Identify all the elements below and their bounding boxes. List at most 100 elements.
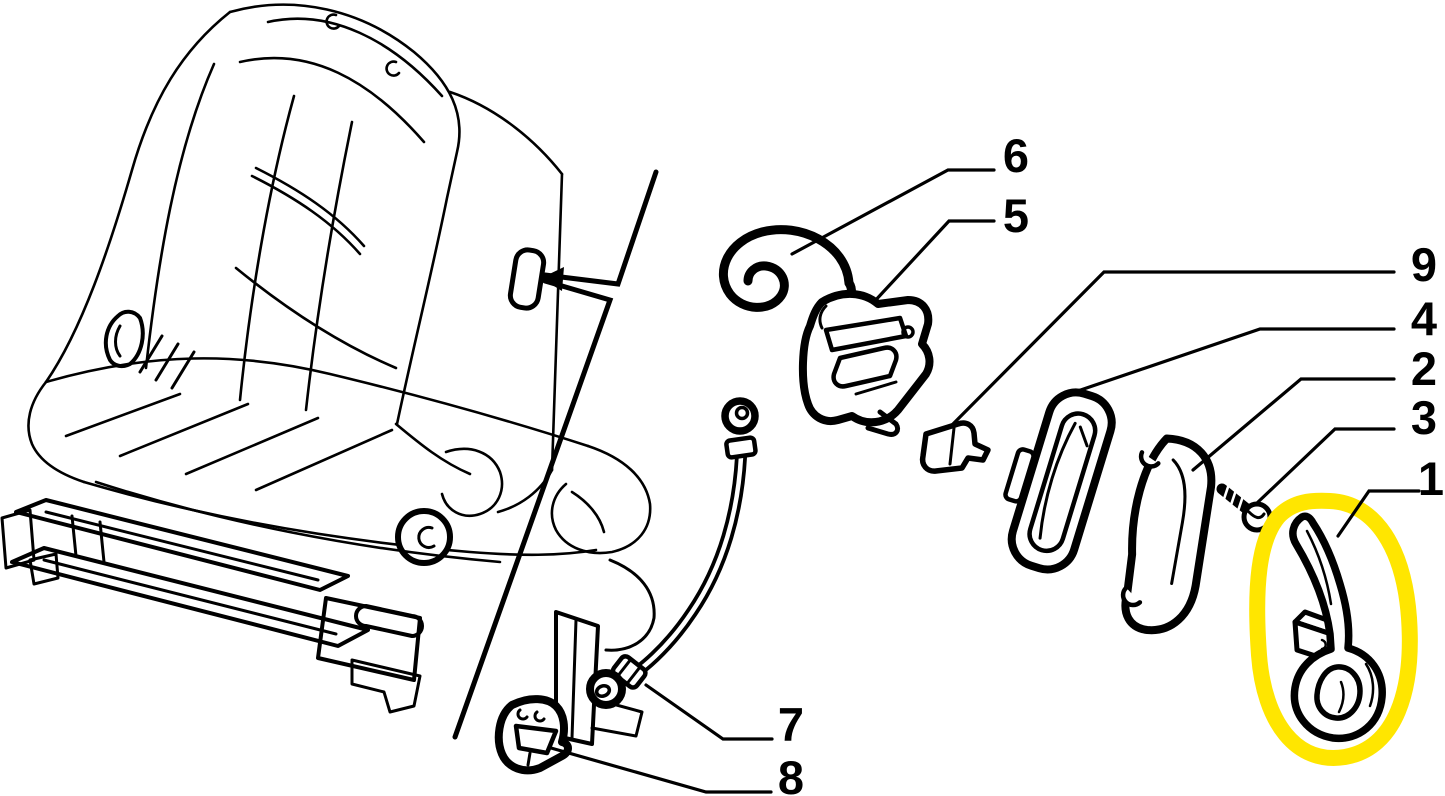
leader-8 <box>549 746 773 794</box>
under-seat-tray <box>316 596 422 682</box>
wedge-line <box>948 426 956 466</box>
tray-bracket <box>350 658 422 714</box>
screw-slot <box>1247 510 1266 520</box>
side-shield-top <box>448 90 564 176</box>
front-leg <box>554 610 600 746</box>
lever-detail-lines <box>1305 529 1375 714</box>
cushion-corner-flap <box>550 444 652 555</box>
callout-number-8: 8 <box>778 751 804 796</box>
pad-seam <box>1170 458 1187 586</box>
spring-coil <box>718 225 854 312</box>
left-handle-seam <box>114 324 122 358</box>
cushion-front-edge <box>82 480 598 557</box>
front-leg-foot <box>590 698 644 738</box>
callout-number-6: 6 <box>1003 129 1029 182</box>
backrest-seam-center <box>238 94 296 402</box>
headrest-guide-hole <box>325 13 341 30</box>
bracket-details <box>818 304 898 396</box>
bracket-arm <box>865 409 901 437</box>
pad-body <box>1121 434 1216 635</box>
seat-rail-upper <box>14 498 350 592</box>
screw-threads <box>1222 479 1246 513</box>
seat-pan-edge <box>94 480 502 564</box>
clip-flap <box>513 723 559 756</box>
cable-bottom-eyelet <box>586 669 626 709</box>
cushion-left-edge <box>27 380 86 484</box>
bracket-slot <box>831 345 899 389</box>
seat-backrest-right-edge <box>228 3 461 426</box>
detail-arrowhead <box>541 267 564 291</box>
leader-3 <box>1255 427 1396 505</box>
rail-links <box>70 514 106 564</box>
cable-ferrule-wraps <box>617 659 641 684</box>
tray-handle <box>354 604 424 638</box>
backrest-double-seam-b <box>250 174 362 256</box>
part-7-cable <box>586 397 759 709</box>
cable-top-eyelet <box>721 397 759 435</box>
part-3-screw <box>1216 479 1273 533</box>
headrest-seam <box>266 17 444 98</box>
detail-arrow-upper-line <box>542 169 659 287</box>
cushion-quilting <box>64 392 394 492</box>
lumbar-seam <box>234 266 398 370</box>
callout-number-5: 5 <box>1003 189 1029 242</box>
leader-7 <box>644 683 774 741</box>
detail-arrow-lower-line <box>452 278 614 740</box>
seat-backrest-left-edge <box>44 10 232 384</box>
leader-6 <box>790 168 996 256</box>
leader-1 <box>1336 489 1421 538</box>
callout-number-7: 7 <box>778 698 804 751</box>
backrest-double-seam-a <box>254 166 366 248</box>
highlight-circle <box>1249 492 1418 766</box>
headrest-guide-hole-2 <box>385 60 401 77</box>
detail-arrow <box>452 169 659 740</box>
pad-notch-top <box>1138 450 1161 469</box>
cable-bottom-eyelet-hole <box>594 684 612 698</box>
wedge-body <box>919 420 991 474</box>
left-handle <box>103 309 145 369</box>
bezel-handle-lines <box>1038 421 1089 540</box>
callout-number-3: 3 <box>1411 391 1437 444</box>
lever-eye-hole <box>1314 664 1363 721</box>
rail-end-brackets <box>0 508 60 586</box>
callout-number-2: 2 <box>1411 342 1437 395</box>
left-hatch-lines <box>138 334 196 390</box>
callout-numbers: 6 5 9 4 2 3 1 7 8 <box>778 129 1444 796</box>
part-1-release-lever <box>1289 512 1386 742</box>
callout-number-9: 9 <box>1411 238 1437 291</box>
backrest-seam-right <box>304 120 354 412</box>
part-5-latch-bracket <box>798 290 934 437</box>
leader-5 <box>871 219 996 305</box>
part-9-clip-wedge <box>919 420 991 474</box>
base-side-support <box>604 558 656 652</box>
callout-leaders <box>549 168 1421 794</box>
seat-illustration <box>0 3 656 746</box>
recline-knob <box>395 508 453 566</box>
callout-number-4: 4 <box>1411 292 1437 345</box>
cable-core <box>619 454 744 684</box>
cable-outer <box>616 451 747 687</box>
cable-top-ferrule <box>724 435 758 460</box>
part-4-bezel-frame <box>1003 388 1116 574</box>
lever-slot <box>507 247 547 311</box>
cable-top-eyelet-hole <box>734 405 750 421</box>
cushion-top-edge <box>44 357 590 448</box>
seat-rail-upper-line <box>44 510 320 582</box>
cushion-corner-seam <box>570 490 606 534</box>
part-8-clip-block <box>494 695 572 775</box>
side-shield-edge <box>550 172 564 472</box>
hinge-cover <box>440 447 504 517</box>
callout-number-1: 1 <box>1418 452 1444 505</box>
bezel-side-tab <box>1003 447 1036 504</box>
spring-ribbon-highlight <box>732 237 844 300</box>
seat-rail-lower-line <box>42 558 338 636</box>
leader-9 <box>949 270 1396 428</box>
part-2-side-pad <box>1120 434 1216 635</box>
bezel-opening <box>1027 411 1098 554</box>
recline-knob-hub <box>417 525 436 549</box>
bracket-pivot-hole <box>901 325 915 339</box>
pad-notch-bottom <box>1120 585 1143 608</box>
backrest-seam-left <box>144 62 216 370</box>
